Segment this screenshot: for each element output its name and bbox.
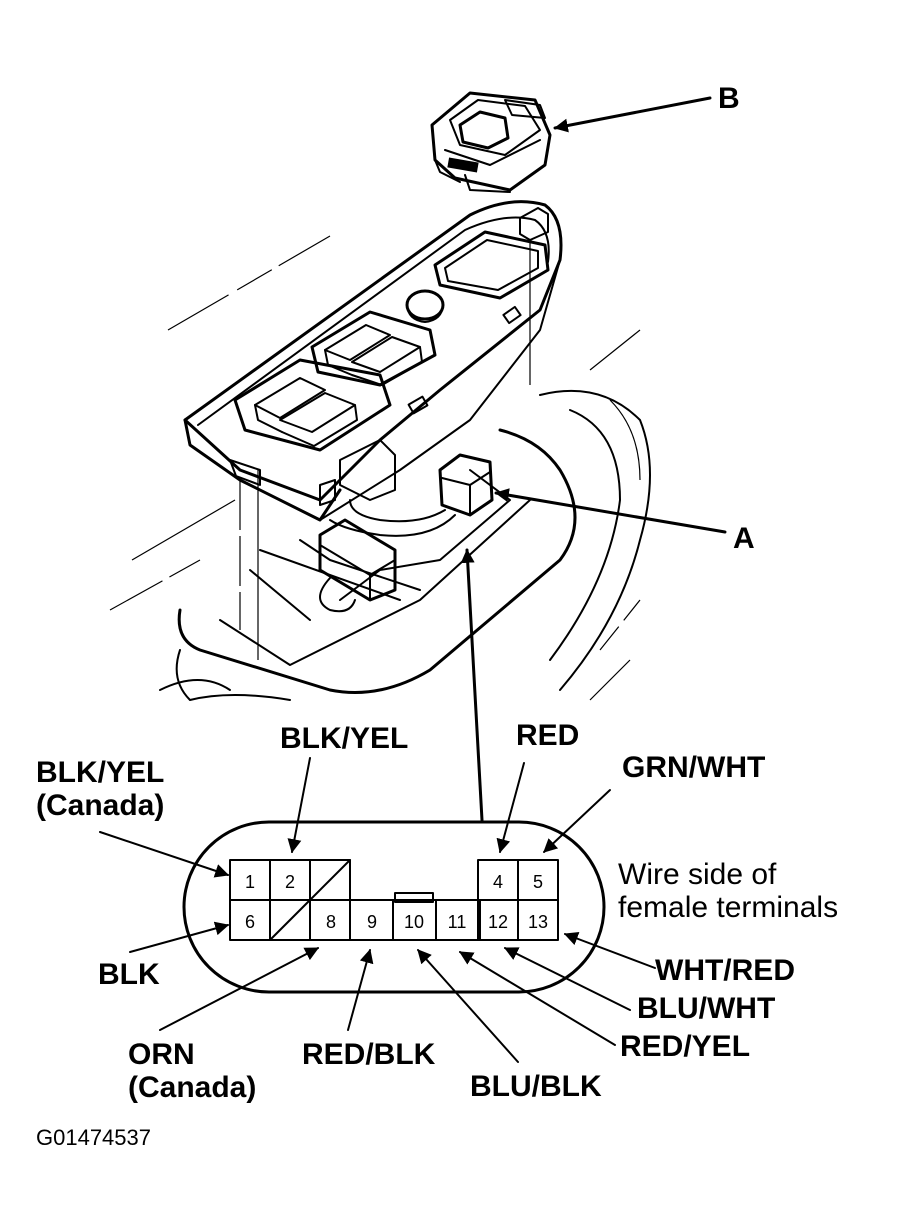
pin-numbers: 1 2 4 5 6 8 9 10 11 12 13 — [245, 872, 548, 932]
label-pin11-color: RED/YEL — [620, 1030, 750, 1063]
label-pin6-color: BLK — [98, 958, 160, 991]
pin-8: 8 — [326, 912, 336, 932]
connector-link-arrow — [460, 548, 484, 822]
label-pin1-color: BLK/YEL — [36, 756, 164, 789]
door-trim-outline — [109, 235, 651, 701]
callout-a-leader — [494, 488, 727, 534]
lock-tab — [394, 892, 434, 903]
panel-connector — [318, 518, 397, 613]
wire-leaders — [99, 757, 656, 1063]
pin-11: 11 — [448, 912, 467, 932]
pin-6: 6 — [245, 912, 255, 932]
callout-b-leader — [553, 96, 712, 133]
pin-2: 2 — [285, 872, 295, 892]
pin-9: 9 — [367, 912, 377, 932]
pin-10: 10 — [404, 912, 424, 932]
callout-a-label: A — [733, 522, 755, 555]
label-pin13-color: WHT/RED — [655, 954, 795, 987]
label-pin2-color: BLK/YEL — [280, 722, 408, 755]
callout-b-label: B — [718, 82, 740, 115]
empty-cavity-3 — [309, 859, 351, 901]
pin-12: 12 — [488, 912, 508, 932]
label-pin8-color: ORN — [128, 1038, 195, 1071]
master-switch-panel — [183, 200, 563, 660]
label-pin8-note: (Canada) — [128, 1071, 256, 1104]
figure-code: G01474537 — [36, 1125, 151, 1150]
label-pin4-color: RED — [516, 719, 579, 752]
pin-1: 1 — [245, 872, 255, 892]
empty-cavity-7 — [269, 899, 311, 941]
wire-labels: BLK/YEL (Canada) BLK/YEL RED GRN/WHT BLK… — [36, 719, 795, 1104]
connector-caption-line1: Wire side of — [618, 858, 777, 891]
connector-face — [182, 820, 606, 994]
connector-caption-line2: female terminals — [618, 891, 838, 924]
label-pin12-color: BLU/WHT — [637, 992, 775, 1025]
pin-4: 4 — [493, 872, 503, 892]
pin-5: 5 — [533, 872, 543, 892]
switch-b — [430, 91, 552, 193]
label-pin9-color: RED/BLK — [302, 1038, 436, 1071]
label-pin10-color: BLU/BLK — [470, 1070, 602, 1103]
pin-13: 13 — [528, 912, 548, 932]
label-pin1-note: (Canada) — [36, 789, 164, 822]
connector-a — [329, 453, 494, 537]
label-pin5-color: GRN/WHT — [622, 751, 765, 784]
